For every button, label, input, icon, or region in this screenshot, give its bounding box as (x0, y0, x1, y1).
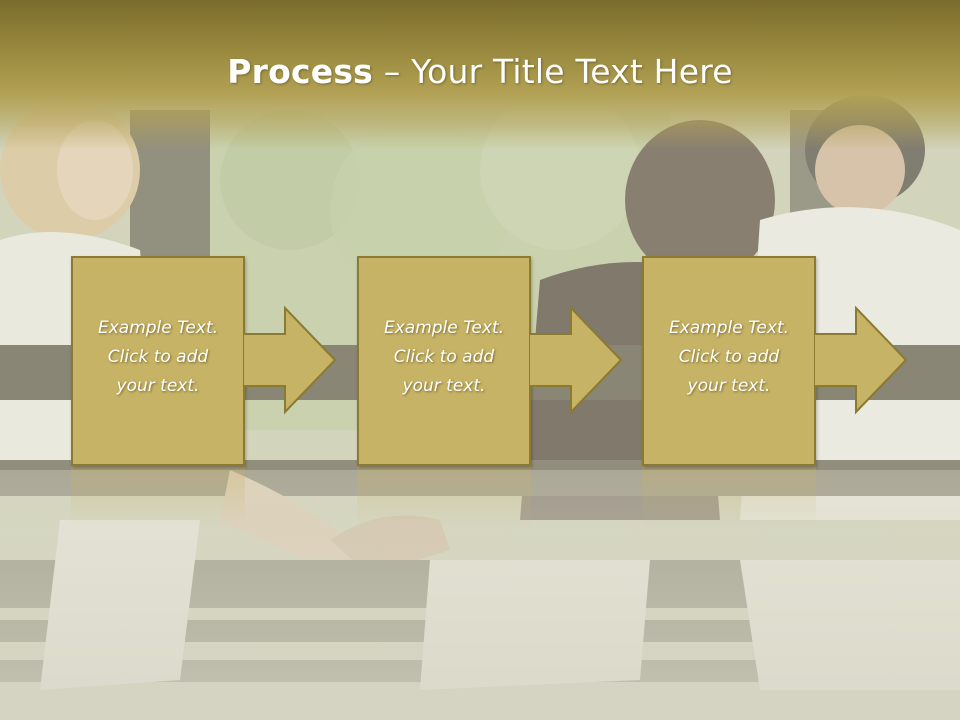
step-reflection (357, 466, 531, 526)
step-box[interactable]: Example Text. Click to add your text. (357, 256, 531, 466)
title-rest: – Your Title Text Here (373, 52, 733, 91)
step-text-line-3: your text. (687, 376, 771, 396)
step-text[interactable]: Example Text. Click to add your text. (644, 314, 814, 401)
step-text-line-3: your text. (402, 376, 486, 396)
step-text[interactable]: Example Text. Click to add your text. (73, 314, 243, 401)
step-reflection (642, 466, 816, 526)
step-box[interactable]: Example Text. Click to add your text. (642, 256, 816, 466)
step-reflection (71, 466, 245, 526)
step-text[interactable]: Example Text. Click to add your text. (359, 314, 529, 401)
step-text-line-3: your text. (116, 376, 200, 396)
step-box[interactable]: Example Text. Click to add your text. (71, 256, 245, 466)
step-text-line-2: Click to add (678, 347, 780, 367)
right-arrow-icon (814, 306, 908, 415)
photo-bottom-fade (0, 470, 960, 720)
right-arrow-icon (529, 306, 623, 415)
right-arrow-icon (243, 306, 337, 415)
step-text-line-1: Example Text. (383, 318, 505, 338)
step-text-line-2: Click to add (393, 347, 495, 367)
title-bold: Process (227, 52, 374, 91)
slide-title[interactable]: Process – Your Title Text Here (0, 52, 960, 91)
step-text-line-1: Example Text. (97, 318, 219, 338)
step-text-line-1: Example Text. (668, 318, 790, 338)
title-bar (0, 0, 960, 150)
step-text-line-2: Click to add (107, 347, 209, 367)
